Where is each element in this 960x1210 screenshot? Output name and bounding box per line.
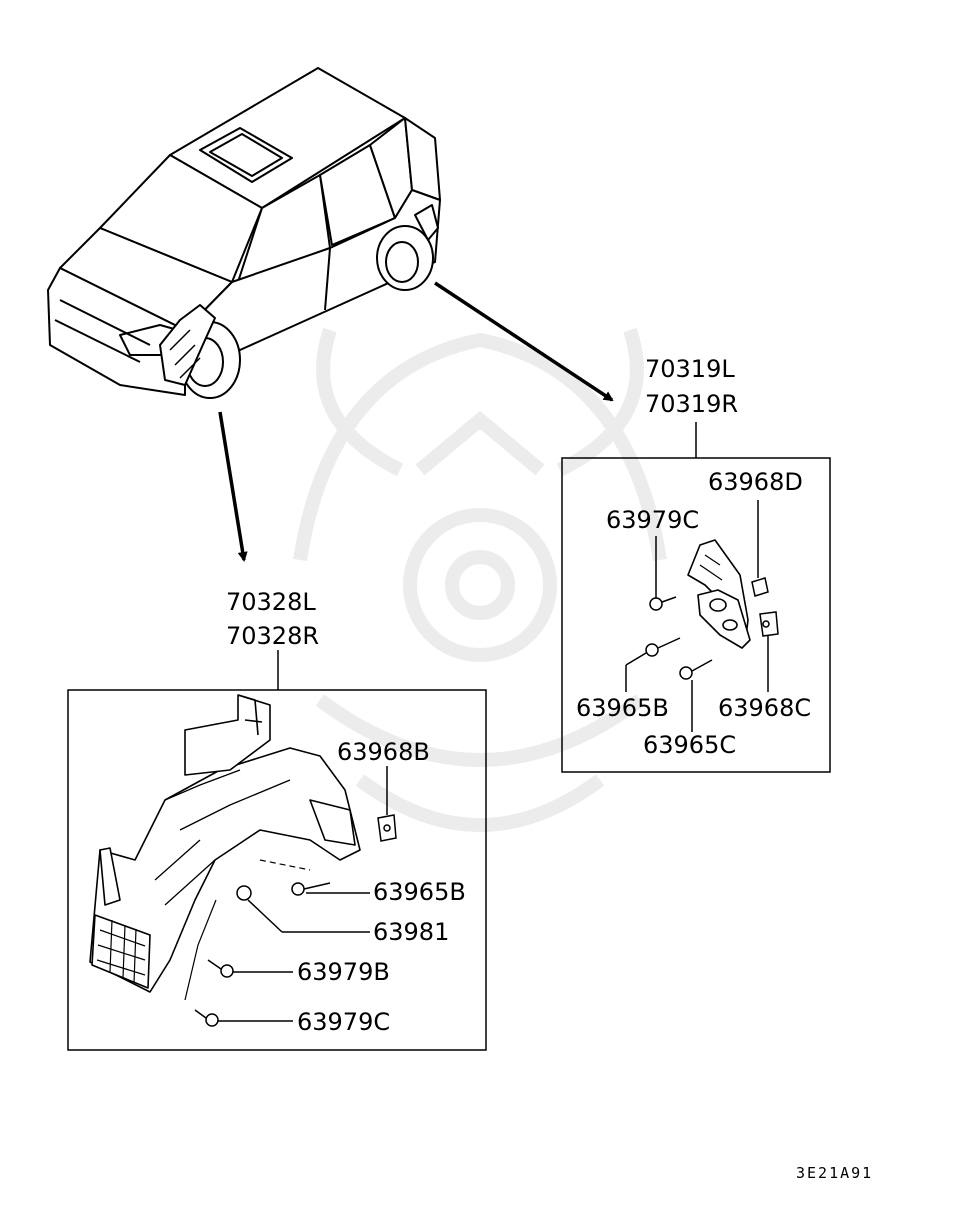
front-screw-79c-label: 63979C xyxy=(297,1008,391,1036)
front-screw-79b-label: 63979B xyxy=(297,958,390,986)
diagram-code: 3E21A91 xyxy=(796,1164,874,1182)
rear-screw-c-label: 63965C xyxy=(643,731,737,759)
front-leader-lines xyxy=(184,766,388,1022)
arrow-to-rear-liner xyxy=(434,281,614,402)
rear-liner-part xyxy=(687,539,751,649)
front-fasteners xyxy=(194,814,397,1027)
front-nut-label: 63981 xyxy=(373,918,450,946)
rear-fasteners xyxy=(645,577,779,680)
vehicle-illustration xyxy=(47,67,441,399)
arrow-to-front-liner xyxy=(218,411,248,562)
rear-leader-lines xyxy=(625,500,769,732)
rear-screw-b-label: 63965B xyxy=(576,694,669,722)
front-assembly-part-left: 70328L xyxy=(226,588,316,616)
rear-clip-d-label: 63968D xyxy=(708,468,803,496)
rear-screw-c-top-label: 63979C xyxy=(606,506,700,534)
front-liner-part xyxy=(89,694,361,993)
rear-clip-c-label: 63968C xyxy=(718,694,812,722)
front-clip-b-label: 63968B xyxy=(337,738,430,766)
front-liner-box xyxy=(67,689,487,1051)
rear-assembly-part-right: 70319R xyxy=(645,390,739,418)
front-assembly-part-right: 70328R xyxy=(226,622,320,650)
rear-assembly-part-left: 70319L xyxy=(645,355,735,383)
front-screw-b-label: 63965B xyxy=(373,878,466,906)
rear-liner-box xyxy=(561,457,831,773)
